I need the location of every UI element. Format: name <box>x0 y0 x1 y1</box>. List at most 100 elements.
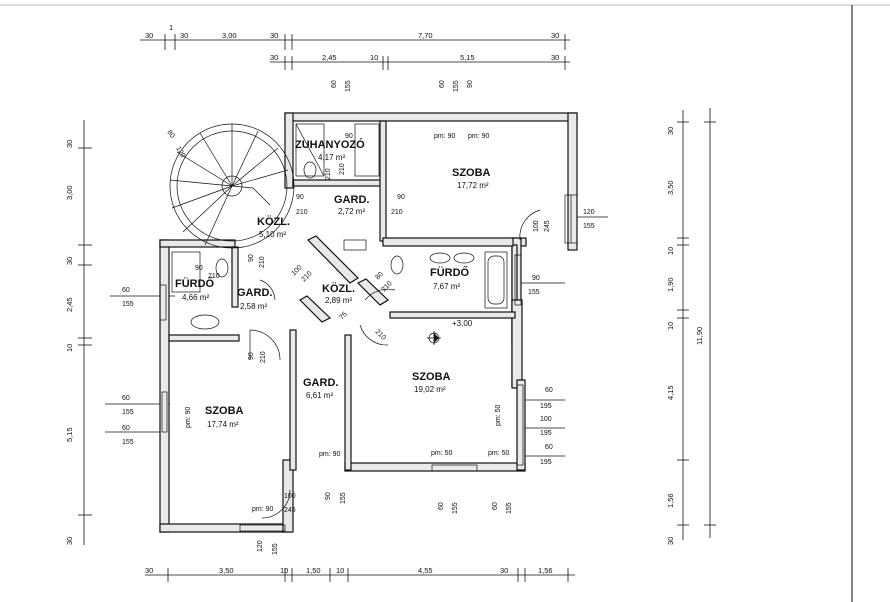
dim-bottom: 10 <box>280 566 288 575</box>
dim-bottom: 1,56 <box>538 566 553 575</box>
opening-label: 210 <box>339 163 346 175</box>
opening-label: 100 <box>284 493 296 500</box>
opening-label: 155 <box>122 439 134 446</box>
dim-left: 30 <box>65 257 74 265</box>
dim-top: 5,15 <box>460 53 475 62</box>
opening-label: 100 <box>533 220 540 232</box>
room-name: FÜRDŐ <box>175 277 215 290</box>
room-name: KÖZL. <box>322 282 355 295</box>
dim-right: 1,90 <box>666 277 675 292</box>
dim-right: 3,50 <box>666 180 675 195</box>
dim-top: 30 <box>180 31 188 40</box>
opening-label: 90 <box>296 194 304 201</box>
opening-label: 155 <box>340 492 347 504</box>
dimension-lines <box>78 34 716 582</box>
room-area: 2,72 m² <box>338 207 365 216</box>
dim-bottom: 30 <box>500 566 508 575</box>
dim-top: 7,70 <box>418 31 433 40</box>
room-name: KÖZL. <box>257 215 290 228</box>
opening-label: pm: 50 <box>431 450 453 457</box>
room-name: SZOBA <box>452 167 491 179</box>
room-area: 4,17 m² <box>318 153 345 162</box>
opening-label: 155 <box>583 223 595 230</box>
dim-left: 2,45 <box>65 297 74 312</box>
room-name: FÜRDŐ <box>430 266 470 279</box>
room-area: 7,67 m² <box>433 282 460 291</box>
fixtures <box>171 123 508 330</box>
opening-label: 195 <box>540 459 552 466</box>
opening-label: 80 <box>374 271 385 282</box>
opening-label: 60 <box>122 287 130 294</box>
opening-label: 155 <box>453 80 460 92</box>
dim-total: 11,90 <box>695 327 704 345</box>
dim-right: 30 <box>666 127 675 135</box>
room-labels: ZUHANYOZÓ 4,17 m² GARD. 2,72 m² SZOBA 17… <box>175 138 491 429</box>
dim-right: 4,15 <box>666 385 675 400</box>
opening-label: 210 <box>391 209 403 216</box>
dim-left: 30 <box>65 537 74 545</box>
dim-left: 10 <box>65 344 74 352</box>
dim-right: 1,56 <box>666 493 675 508</box>
opening-label: 210 <box>296 209 308 216</box>
dim-left: 5,15 <box>65 427 74 442</box>
dim-right: 30 <box>666 537 675 545</box>
dim-top: 30 <box>270 53 278 62</box>
opening-label: 90 <box>248 352 255 360</box>
opening-label: 60 <box>331 80 338 88</box>
opening-label: 155 <box>122 409 134 416</box>
door-swings <box>249 209 541 519</box>
dim-right: 10 <box>666 247 675 255</box>
opening-label: pm: 50 <box>495 404 502 426</box>
opening-label: 120 <box>257 540 264 552</box>
opening-label: 210 <box>259 256 266 268</box>
dim-top: 1 <box>169 23 173 32</box>
opening-label: pm: 90 <box>468 133 490 140</box>
opening-label: 120 <box>174 146 186 160</box>
opening-label: 100 <box>540 416 552 423</box>
dim-top: 2,45 <box>322 53 337 62</box>
room-area: 17,72 m² <box>457 181 489 190</box>
opening-label: pm: 90 <box>185 406 192 428</box>
opening-label: 155 <box>528 289 540 296</box>
opening-label: 60 <box>439 80 446 88</box>
opening-label: 195 <box>540 403 552 410</box>
room-area: 4,66 m² <box>182 293 209 302</box>
opening-label: 155 <box>506 502 513 514</box>
room-name: GARD. <box>334 194 369 206</box>
opening-label: 60 <box>122 395 130 402</box>
dim-bottom: 30 <box>145 566 153 575</box>
opening-label: 245 <box>544 220 551 232</box>
dim-top: 30 <box>551 53 559 62</box>
room-name: SZOBA <box>205 405 244 417</box>
opening-label: pm: 90 <box>434 133 456 140</box>
opening-label: 155 <box>272 543 279 555</box>
room-name: ZUHANYOZÓ <box>295 138 365 151</box>
opening-label: 195 <box>540 430 552 437</box>
opening-label: 90 <box>397 194 405 201</box>
opening-label: 210 <box>325 168 332 180</box>
room-name: GARD. <box>237 287 272 299</box>
level-marker <box>427 331 441 345</box>
windows <box>159 194 578 532</box>
opening-label: 210 <box>260 351 267 363</box>
dim-bottom: 4,55 <box>418 566 433 575</box>
room-name: GARD. <box>303 377 338 389</box>
dim-top: 10 <box>370 53 378 62</box>
opening-label: 60 <box>122 425 130 432</box>
opening-label: 155 <box>122 301 134 308</box>
opening-label: 60 <box>545 444 553 451</box>
dim-top: 30 <box>145 31 153 40</box>
opening-label: 90 <box>467 80 474 88</box>
dim-top: 30 <box>270 31 278 40</box>
dim-left: 30 <box>65 140 74 148</box>
opening-labels: 60 155 60 155 90 pm: 90 pm: 90 90 90 210… <box>122 80 595 555</box>
dimension-labels: 1 30 30 3,00 30 7,70 30 30 2,45 10 5,15 … <box>65 23 704 575</box>
dim-bottom: 3,50 <box>219 566 234 575</box>
room-area: 2,89 m² <box>325 296 352 305</box>
spiral-staircase <box>169 123 295 249</box>
opening-label: pm: 90 <box>319 451 341 458</box>
opening-label: 155 <box>345 80 352 92</box>
level-label: +3,00 <box>452 319 473 328</box>
room-area: 6,61 m² <box>306 391 333 400</box>
